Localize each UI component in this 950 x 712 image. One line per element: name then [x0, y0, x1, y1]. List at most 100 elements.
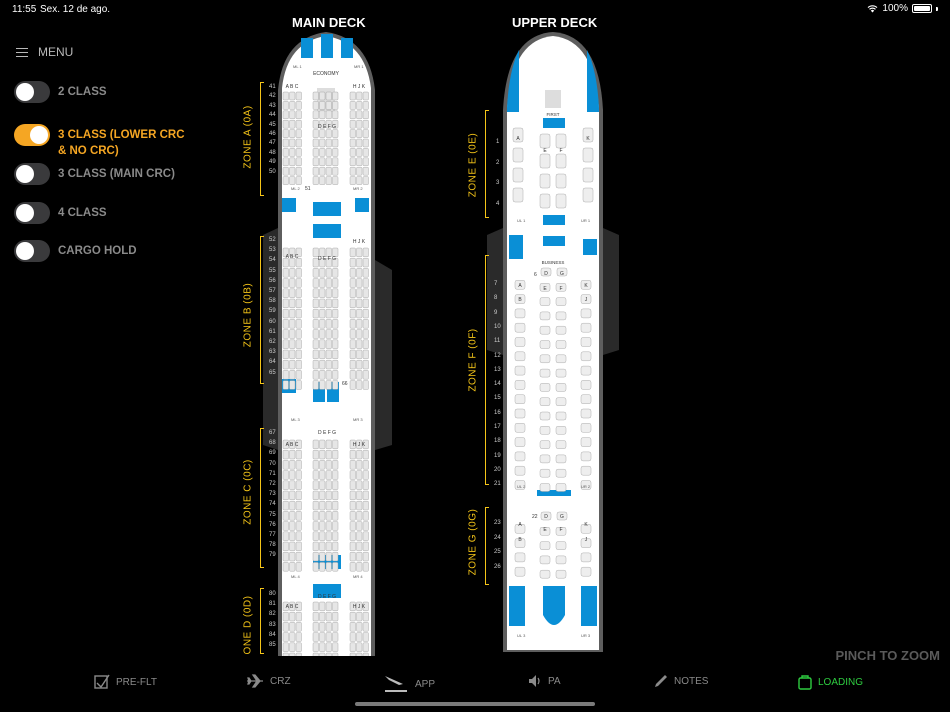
seat[interactable]: [349, 552, 356, 562]
seat[interactable]: [362, 490, 369, 501]
seat[interactable]: [289, 612, 296, 622]
biz-seat[interactable]: [539, 397, 551, 406]
biz-seat[interactable]: [580, 380, 592, 390]
seat[interactable]: [295, 460, 302, 470]
home-indicator[interactable]: [355, 702, 595, 706]
biz-seat[interactable]: [555, 297, 567, 306]
biz-seat[interactable]: [580, 538, 592, 548]
seat[interactable]: [362, 298, 369, 309]
seat[interactable]: [312, 511, 319, 521]
seat[interactable]: [282, 622, 289, 632]
seat[interactable]: [289, 309, 296, 319]
biz-seat[interactable]: [580, 323, 592, 333]
seat[interactable]: [362, 521, 369, 531]
seat[interactable]: [289, 148, 296, 157]
seat[interactable]: [295, 562, 302, 572]
seat[interactable]: [325, 247, 332, 258]
seat[interactable]: [332, 470, 339, 480]
seat[interactable]: [349, 370, 356, 380]
seat[interactable]: [282, 349, 289, 360]
biz-seat[interactable]: [514, 308, 526, 319]
seat[interactable]: [289, 450, 296, 460]
seat[interactable]: [312, 319, 319, 329]
seat[interactable]: [356, 138, 363, 148]
seat[interactable]: [356, 176, 363, 185]
biz-seat[interactable]: [514, 408, 526, 419]
biz-seat[interactable]: [580, 552, 592, 563]
seat[interactable]: [349, 501, 356, 511]
seat[interactable]: [295, 319, 302, 329]
seat[interactable]: [362, 309, 369, 319]
seat[interactable]: [282, 101, 289, 110]
seat[interactable]: [332, 319, 339, 329]
biz-seat[interactable]: [514, 567, 526, 577]
seat[interactable]: [312, 370, 319, 380]
seat[interactable]: [332, 601, 339, 612]
seat[interactable]: [312, 91, 319, 101]
main-deck-seatmap[interactable]: ECONOMY ML 1 MR 1 ML 2 MR 2 ML 3 MR 3 ML…: [255, 30, 395, 656]
seat[interactable]: [356, 601, 363, 612]
seat[interactable]: [362, 652, 369, 656]
seat[interactable]: [319, 562, 326, 572]
biz-seat[interactable]: [539, 570, 551, 579]
seat[interactable]: [289, 257, 296, 268]
seat[interactable]: [282, 460, 289, 470]
biz-seat[interactable]: [555, 469, 567, 478]
seat[interactable]: [282, 601, 289, 612]
seat[interactable]: [332, 541, 339, 552]
seat[interactable]: [349, 642, 356, 652]
biz-seat[interactable]: [514, 380, 526, 390]
seat[interactable]: [349, 166, 356, 176]
first-seat[interactable]: [539, 193, 551, 209]
first-seat[interactable]: [512, 167, 524, 183]
seat[interactable]: [325, 521, 332, 531]
seat[interactable]: [312, 138, 319, 148]
biz-seat[interactable]: [539, 368, 551, 378]
seat[interactable]: [362, 380, 369, 390]
biz-seat[interactable]: [556, 511, 568, 521]
first-seat[interactable]: [582, 127, 594, 143]
seat[interactable]: [349, 622, 356, 632]
seat[interactable]: [295, 129, 302, 138]
seat[interactable]: [319, 480, 326, 490]
seat[interactable]: [332, 380, 339, 390]
seat[interactable]: [319, 501, 326, 511]
seat[interactable]: [312, 552, 319, 562]
seat[interactable]: [325, 257, 332, 268]
seat[interactable]: [312, 309, 319, 319]
seat[interactable]: [325, 612, 332, 622]
seat[interactable]: [325, 360, 332, 370]
seat[interactable]: [312, 129, 319, 138]
seat[interactable]: [312, 157, 319, 167]
seat[interactable]: [362, 157, 369, 167]
first-seat[interactable]: [512, 147, 524, 163]
seat[interactable]: [325, 541, 332, 552]
first-seat[interactable]: [539, 173, 551, 189]
first-seat[interactable]: [555, 173, 567, 189]
seat[interactable]: [332, 329, 339, 339]
seat[interactable]: [312, 439, 319, 450]
seat[interactable]: [356, 339, 363, 349]
seat[interactable]: [312, 176, 319, 185]
seat[interactable]: [295, 521, 302, 531]
biz-seat[interactable]: [539, 483, 551, 492]
seat[interactable]: [325, 460, 332, 470]
seat[interactable]: [289, 501, 296, 511]
seat[interactable]: [325, 278, 332, 288]
seat[interactable]: [282, 176, 289, 185]
seat[interactable]: [282, 288, 289, 298]
seat[interactable]: [332, 450, 339, 460]
seat[interactable]: [325, 339, 332, 349]
seat[interactable]: [289, 601, 296, 612]
seat[interactable]: [282, 119, 289, 129]
seat[interactable]: [325, 319, 332, 329]
seat[interactable]: [312, 521, 319, 531]
seat[interactable]: [325, 501, 332, 511]
seat[interactable]: [282, 541, 289, 552]
seat[interactable]: [289, 511, 296, 521]
seat[interactable]: [295, 257, 302, 268]
seat[interactable]: [325, 157, 332, 167]
seat[interactable]: [282, 450, 289, 460]
seat[interactable]: [362, 257, 369, 268]
seat[interactable]: [319, 309, 326, 319]
